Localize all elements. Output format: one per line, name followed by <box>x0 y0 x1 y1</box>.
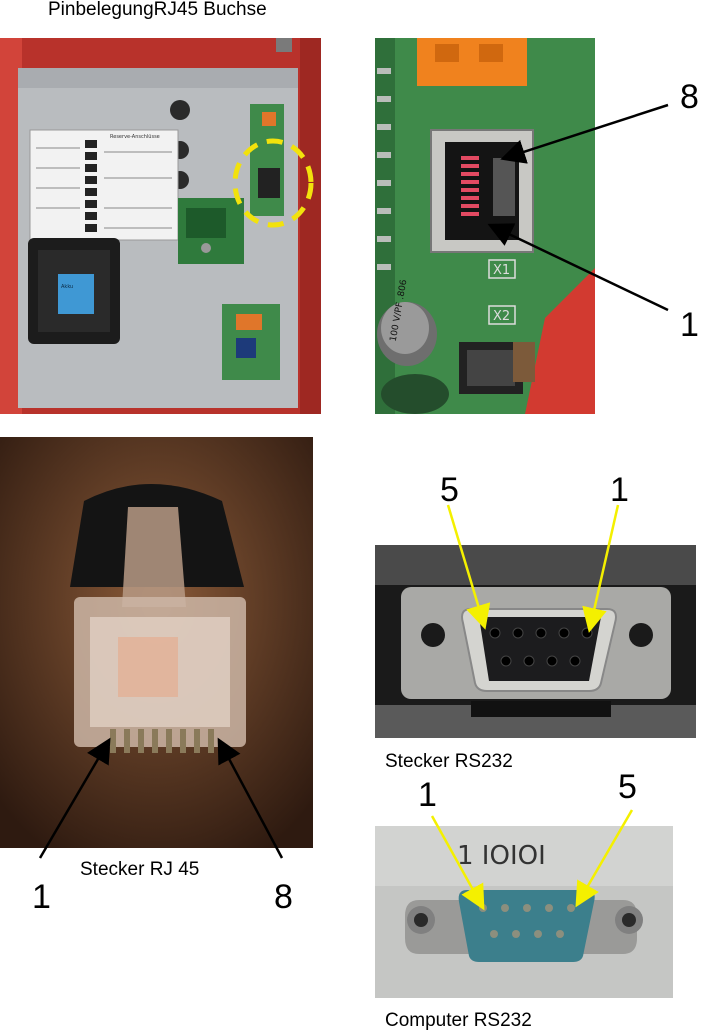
svg-text:1 IOIOI: 1 IOIOI <box>457 841 546 871</box>
svg-text:X1: X1 <box>493 263 510 278</box>
page-title: PinbelegungRJ45 Buchse <box>48 0 267 20</box>
computer-rs232-photo: 1 IOIOI <box>375 826 673 998</box>
svg-text:Akku: Akku <box>61 284 73 290</box>
rs232-plug-pin-right-label: 1 <box>610 471 629 509</box>
svg-text:Reserve-Anschlüsse: Reserve-Anschlüsse <box>110 134 160 140</box>
rs232-plug-caption: Stecker RS232 <box>385 751 513 772</box>
panel-photo: Reserve-Anschlüsse Akku <box>0 38 321 414</box>
rj45-socket-photo: X1 X2 100 V/PF .806 <box>375 38 595 414</box>
computer-pin-left-label: 1 <box>418 776 437 814</box>
svg-text:X2: X2 <box>493 309 510 324</box>
rs232-plug-photo <box>375 545 696 738</box>
plug-pin-left-label: 1 <box>32 878 51 916</box>
computer-rs232-caption: Computer RS232 <box>385 1010 532 1031</box>
rj45-plug-photo <box>0 437 313 848</box>
plug-pin-right-label: 8 <box>274 878 293 916</box>
rj45-plug-caption: Stecker RJ 45 <box>80 859 200 880</box>
computer-pin-right-label: 5 <box>618 768 637 806</box>
socket-pin-top-label: 8 <box>680 78 699 116</box>
rs232-plug-pin-left-label: 5 <box>440 471 459 509</box>
socket-pin-bottom-label: 1 <box>680 306 699 344</box>
